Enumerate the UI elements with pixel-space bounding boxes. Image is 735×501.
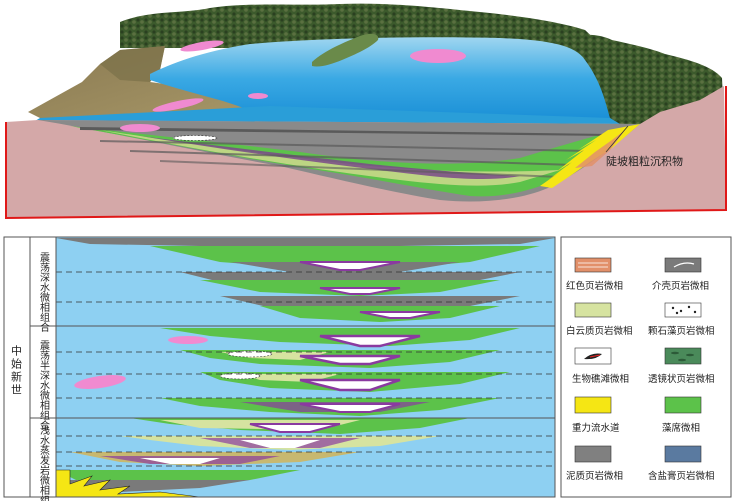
unit-label: 浅水蒸发岩微相组合	[38, 424, 50, 501]
facies-stack	[56, 238, 555, 492]
coccolith-shale-icon	[664, 302, 702, 318]
red-shale-patch	[180, 40, 224, 52]
back-hills	[120, 3, 600, 48]
svg-text:红色页岩微相: 红色页岩微相	[566, 280, 623, 292]
red-shale-patch	[410, 49, 466, 63]
legend: 红色页岩微相 介壳页岩微相 白云质页岩微相 颗石藻页岩微相 生物礁滩微相	[560, 236, 732, 498]
svg-text:介壳页岩微相: 介壳页岩微相	[652, 280, 709, 292]
algal-mat-icon	[664, 396, 702, 414]
svg-text:含盐膏页岩微相: 含盐膏页岩微相	[648, 470, 715, 482]
peninsula	[312, 33, 379, 67]
svg-text:透镜状页岩微相: 透镜状页岩微相	[648, 373, 715, 385]
lenticular-shale-icon	[664, 347, 702, 365]
block-diagram: 陡坡粗粒沉积物	[5, 3, 727, 220]
annotation-leader	[605, 125, 629, 153]
red-shale-patch	[152, 98, 204, 112]
dolomitic-shale-icon	[574, 302, 612, 318]
annotation-steep-slope: 陡坡粗粒沉积物	[606, 154, 683, 168]
lake-surface	[150, 37, 610, 120]
legend-item: 含盐膏页岩微相	[648, 445, 715, 482]
svg-text:泥质页岩微相: 泥质页岩微相	[566, 470, 623, 482]
legend-item: 颗石藻页岩微相	[648, 302, 715, 337]
left-shore	[28, 46, 270, 122]
shell-shale-icon	[664, 257, 702, 273]
legend-item: 泥质页岩微相	[566, 445, 623, 482]
gravity-flow-icon	[574, 396, 612, 414]
mud-shale-icon	[574, 445, 612, 463]
unit-label: 震荡半深水微相组合	[38, 340, 50, 431]
svg-text:白云质页岩微相: 白云质页岩微相	[566, 325, 633, 337]
legend-item: 重力流水道	[572, 396, 620, 434]
epoch-label: 中始新世	[10, 345, 23, 397]
legend-item: 生物礁滩微相	[572, 347, 629, 385]
legend-item: 红色页岩微相	[566, 257, 623, 292]
red-shale-icon	[574, 257, 612, 273]
strat-column: 中始新世 震荡深水微相组合 震荡半深水微相组合 浅水蒸发岩微相组合	[3, 236, 556, 501]
svg-text:生物礁滩微相: 生物礁滩微相	[572, 373, 629, 385]
horizon-lines	[56, 271, 555, 467]
red-shale-patch	[248, 93, 268, 99]
svg-text:颗石藻页岩微相: 颗石藻页岩微相	[648, 325, 715, 337]
gypsum-shale-icon	[664, 445, 702, 463]
unit-label: 震荡深水微相组合	[38, 252, 50, 333]
legend-item: 透镜状页岩微相	[648, 347, 715, 385]
svg-text:藻席微相: 藻席微相	[662, 422, 700, 434]
svg-text:重力流水道: 重力流水道	[572, 422, 620, 434]
legend-item: 介壳页岩微相	[652, 257, 709, 292]
legend-item: 藻席微相	[662, 396, 702, 434]
legend-item: 白云质页岩微相	[566, 302, 633, 337]
